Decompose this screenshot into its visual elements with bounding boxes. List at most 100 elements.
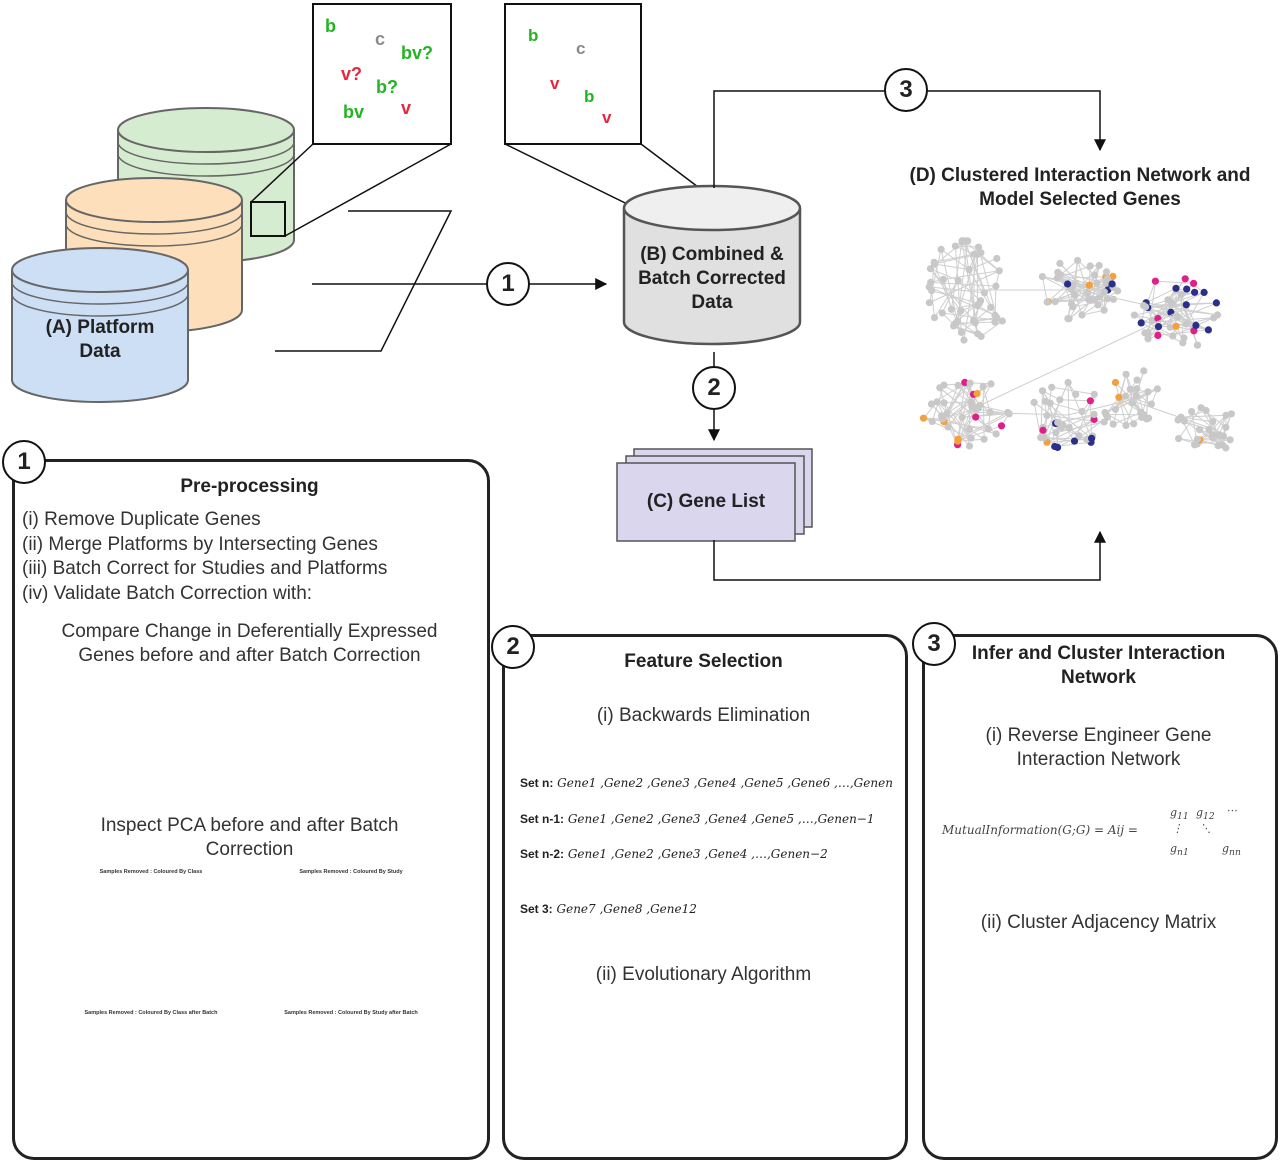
- set-label: Set n-1:: [520, 812, 565, 826]
- network-node: [1086, 262, 1094, 270]
- network-node: [1056, 259, 1064, 267]
- network-node: [1190, 279, 1198, 287]
- network-node: [925, 299, 934, 307]
- network-edge: [968, 269, 992, 308]
- network-node: [936, 384, 944, 392]
- network-edge: [934, 280, 959, 318]
- network-node: [1040, 434, 1048, 442]
- network-node: [1202, 406, 1210, 415]
- network-node: [928, 417, 936, 426]
- network-edge: [936, 401, 959, 445]
- network-node: [1090, 410, 1098, 418]
- panel-1-number: 1: [2, 440, 46, 484]
- network-node: [954, 381, 962, 389]
- network-node: [1132, 392, 1140, 400]
- network-node: [1222, 411, 1230, 419]
- network-node: [965, 425, 973, 433]
- network-node: [1052, 429, 1060, 437]
- network-node: [1126, 385, 1134, 393]
- network-node: [1133, 376, 1141, 384]
- network-node: [1054, 418, 1062, 426]
- network-node: [930, 314, 939, 322]
- pca-title: Samples Removed : Coloured By Class: [99, 869, 203, 875]
- network-edge: [957, 425, 1002, 442]
- network-node: [1180, 417, 1188, 425]
- network-node: [1075, 432, 1083, 440]
- network-node: [998, 317, 1006, 325]
- network-node: [1030, 398, 1038, 406]
- network-edge: [957, 412, 1008, 440]
- network-edge: [943, 393, 978, 423]
- network-node: [939, 275, 948, 283]
- network-node: [1108, 280, 1116, 288]
- panel-3-title: Infer and Cluster Interaction Network: [971, 643, 1226, 688]
- network-node: [965, 265, 973, 274]
- network-node: [965, 442, 974, 450]
- network-edge: [1145, 302, 1217, 308]
- network-node: [1191, 288, 1199, 296]
- network-edge: [1057, 277, 1105, 293]
- network-node: [1137, 319, 1145, 327]
- network-node: [1212, 299, 1220, 307]
- network-node: [1141, 329, 1149, 337]
- set-label: Set n-2:: [520, 847, 565, 861]
- network-edge: [930, 268, 959, 281]
- network-node: [1174, 416, 1182, 424]
- network-node: [1133, 385, 1141, 393]
- network-node: [1070, 290, 1078, 298]
- set-genes: Gene7 ,Gene8 ,Gene12: [556, 902, 697, 916]
- network-edge: [957, 240, 969, 322]
- network-node: [1085, 296, 1093, 304]
- network-edge: [941, 312, 962, 333]
- network-node: [992, 282, 1000, 290]
- network-node: [1205, 425, 1213, 434]
- network-node: [938, 309, 946, 317]
- network-node: [993, 254, 1001, 263]
- network-node: [1227, 410, 1235, 418]
- network-edge: [1155, 280, 1194, 284]
- network-node: [1051, 298, 1059, 306]
- network-edge: [957, 413, 1010, 442]
- network-edge: [1113, 411, 1142, 425]
- network-edge: [930, 268, 962, 312]
- network-edge: [1147, 304, 1187, 340]
- network-edge: [929, 270, 1000, 304]
- arrow-to-network-path: [713, 90, 885, 188]
- merge-lines: [275, 210, 488, 352]
- network-node: [1183, 285, 1191, 293]
- network-node: [1151, 277, 1159, 285]
- step-item: (i) Remove Duplicate Genes: [22, 509, 261, 530]
- network-node: [1067, 300, 1076, 308]
- network-edge: [1134, 314, 1174, 337]
- network-node: [987, 303, 995, 311]
- zoom-letter: c: [576, 39, 586, 58]
- network-node: [973, 390, 981, 398]
- network-node: [1048, 383, 1056, 391]
- network-edge: [979, 383, 992, 406]
- network-edge: [929, 286, 996, 316]
- network-edge: [1180, 294, 1184, 343]
- step-item: (iv) Validate Batch Correction with:: [22, 582, 313, 604]
- network-node: [1109, 420, 1117, 428]
- network-node: [967, 434, 975, 442]
- mutual-information-formula: MutualInformation(G;G) = Aij =: [942, 823, 1138, 837]
- gene-list-label: (C) Gene List: [646, 491, 766, 512]
- network-node: [927, 400, 936, 408]
- network-node: [1074, 256, 1082, 265]
- panel-2-title: Feature Selection: [624, 651, 783, 672]
- network-node: [1164, 296, 1172, 304]
- network-node: [951, 242, 960, 250]
- network-edge: [982, 386, 991, 413]
- network-node: [940, 399, 948, 407]
- network-edge: [934, 263, 970, 270]
- zoom-letter: bv?: [401, 43, 434, 63]
- network-edge: [931, 290, 980, 304]
- network-node: [1043, 298, 1051, 306]
- set-row: Set n-1: Gene1 ,Gene2 ,Gene3 ,Gene4 ,Gen…: [520, 812, 875, 826]
- network-node: [1093, 279, 1101, 287]
- platform-data-label: (A) Platform Data: [45, 317, 155, 362]
- network-edge: [1115, 382, 1127, 426]
- de-caption: Compare Change in Deferentially Expresse…: [61, 621, 438, 666]
- network-node: [977, 249, 985, 257]
- network-title: (D) Clustered Interaction Network and Mo…: [909, 165, 1251, 210]
